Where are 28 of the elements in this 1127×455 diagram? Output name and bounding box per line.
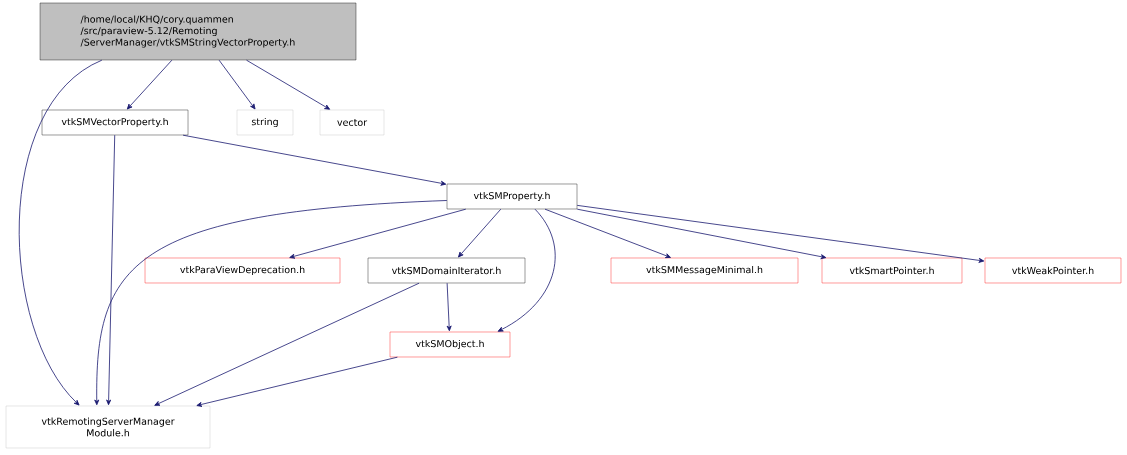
arrow [497, 208, 556, 332]
arrow [218, 59, 256, 110]
arrow [544, 208, 671, 259]
arrow [106, 134, 116, 406]
arrow [154, 282, 420, 406]
arrow [196, 356, 398, 407]
arrow [18, 59, 103, 406]
arrow [246, 59, 331, 110]
file-box: vtkSMVectorProperty.h [41, 109, 189, 136]
file-box: vtkSMDomainIterator.h [367, 257, 526, 284]
file-box: vtkSMObject.h [389, 331, 511, 358]
file-box: vtkWeakPointer.h [984, 257, 1122, 284]
file-box: vtkRemotingServerManager Module.h [5, 405, 211, 449]
file-box: vtkSmartPointer.h [821, 257, 963, 284]
arrow [576, 204, 985, 263]
file-box: vtkParaViewDeprecation.h [144, 257, 341, 284]
file-box: vtkSMMessageMinimal.h [610, 257, 799, 284]
arrow [446, 282, 452, 332]
arrow [576, 208, 827, 260]
arrow [458, 208, 502, 258]
arrow [126, 59, 173, 110]
file-box: vector [319, 109, 385, 136]
file-box: string [236, 109, 294, 136]
arrow [182, 134, 447, 186]
arrow [289, 208, 467, 259]
file-box: vtkSMProperty.h [446, 183, 578, 210]
arrow [94, 200, 448, 406]
file-box: /home/local/KHQ/cory.quammen /src/paraview-5.12/Remoting /ServerManager/vtkSMStringVectorProperty.h [39, 2, 357, 61]
